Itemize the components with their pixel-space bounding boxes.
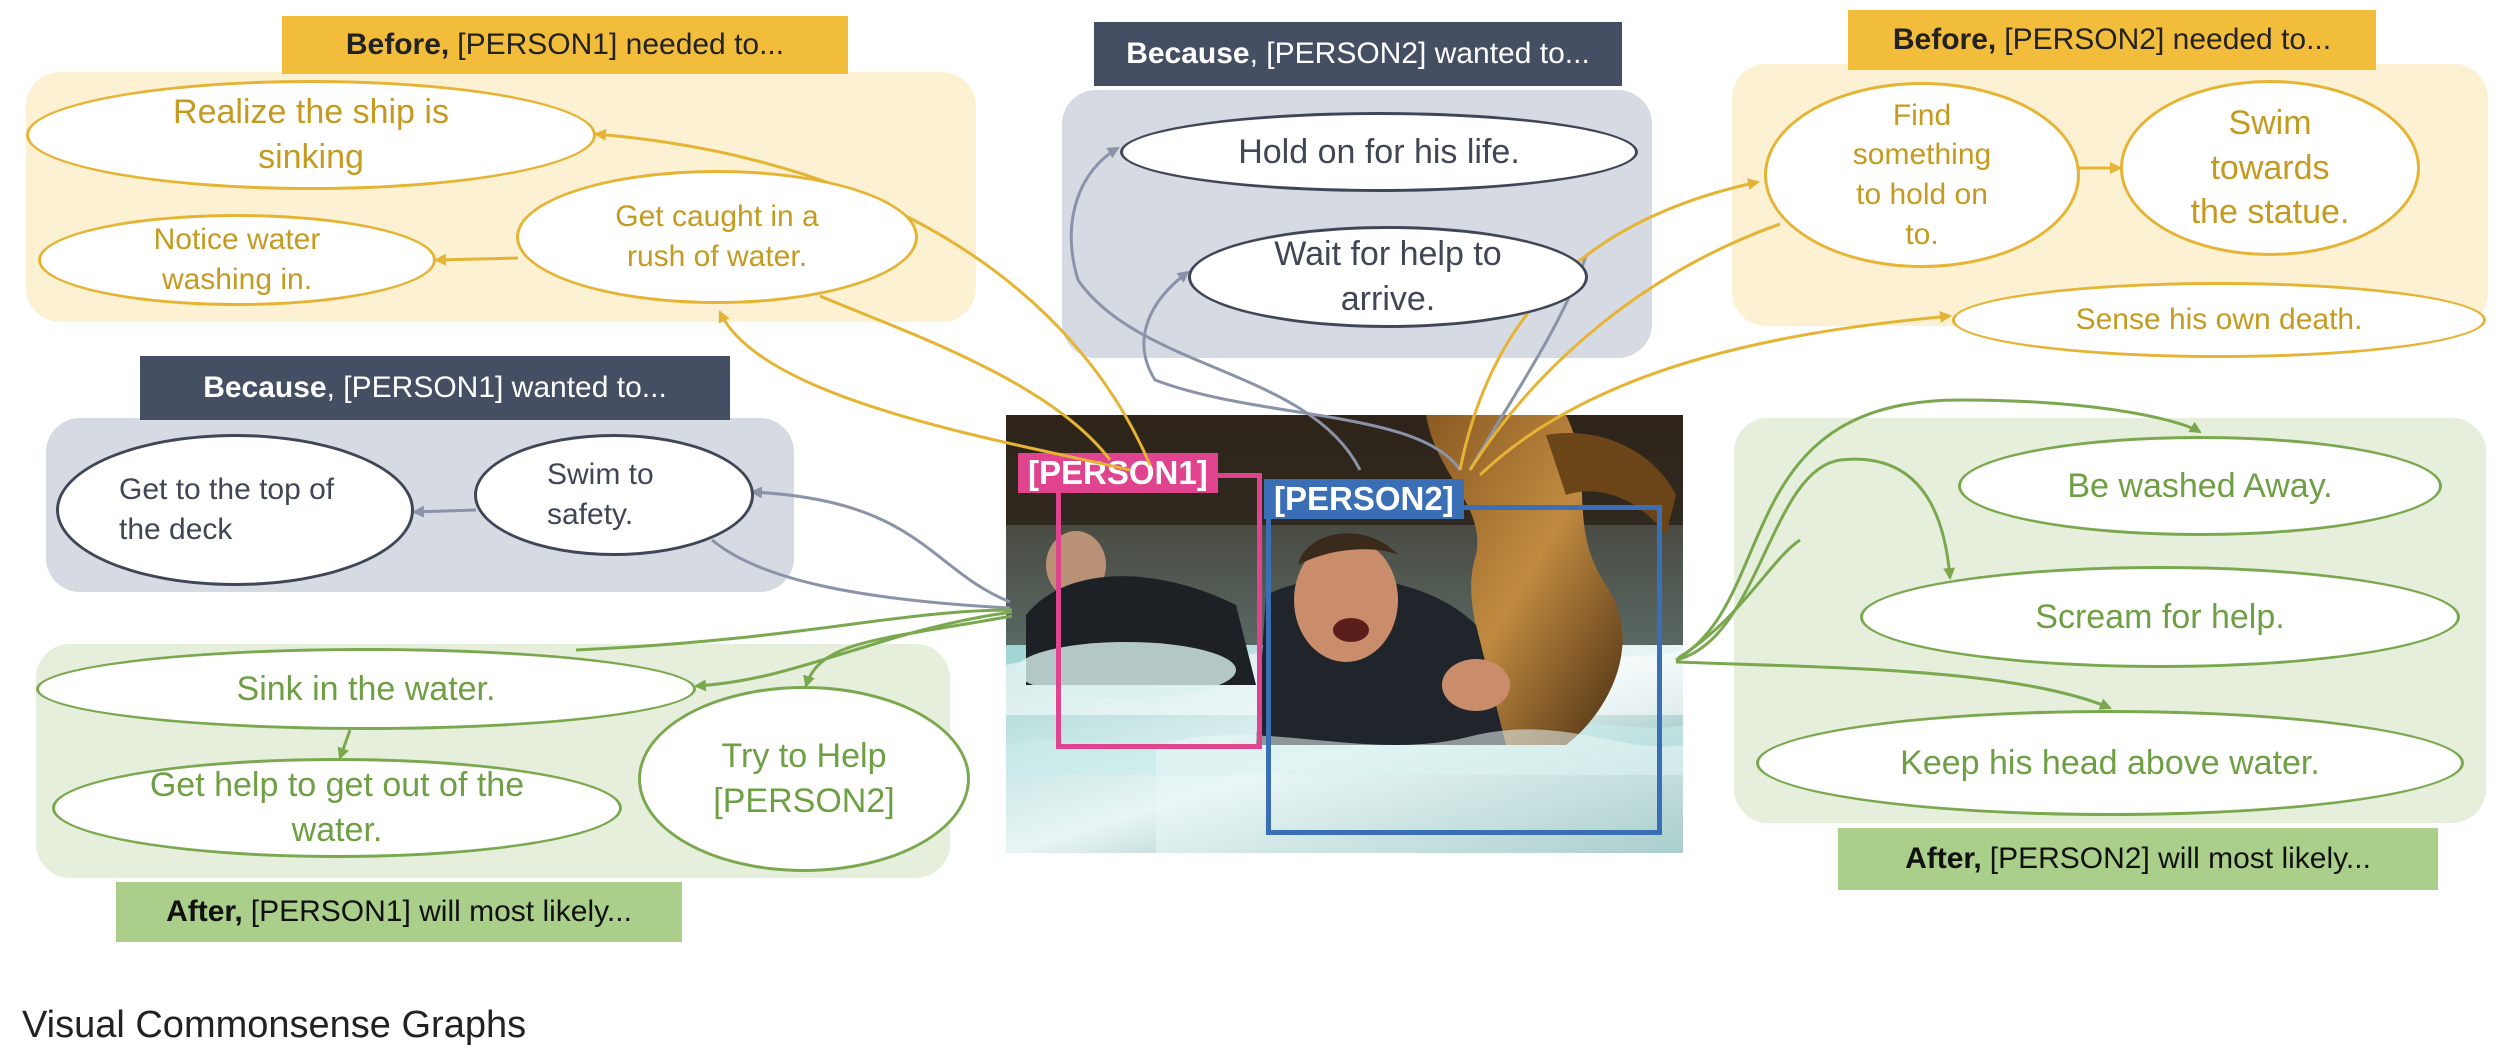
edge-p1-swim-b	[711, 538, 1011, 610]
header-text: , [PERSON2] wanted to...	[1249, 37, 1590, 70]
node-find-hold: Find something to hold on to.	[1764, 82, 2080, 268]
header-p2-after: After,[PERSON2] will most likely...	[1838, 828, 2438, 890]
edge-p1-realize	[594, 128, 1152, 466]
header-bold: Before,	[345, 28, 450, 61]
header-bold: Before,	[1892, 23, 1997, 56]
header-bold: Because	[1126, 37, 1250, 70]
edge-p2-find	[1458, 178, 1760, 471]
figure-caption: Visual Commonsense Graphs	[22, 1004, 527, 1046]
person1-tag: [PERSON1]	[1018, 453, 1218, 493]
person2-bounding-box	[1266, 505, 1662, 835]
header-p2-because: Because, [PERSON2] wanted to...	[1094, 22, 1622, 86]
header-bold: After,	[166, 895, 243, 928]
node-top-deck: Get to the top of the deck	[56, 434, 414, 586]
edge-swim-deck	[412, 505, 477, 518]
node-scream-help: Scream for help.	[1860, 566, 2460, 668]
header-bold: Because	[203, 371, 327, 404]
header-text: [PERSON2] needed to...	[2004, 23, 2332, 56]
edge-p1-caught-curve	[819, 294, 1112, 461]
node-realize-ship: Realize the ship is sinking	[26, 80, 596, 190]
node-sense-death: Sense his own death.	[1952, 282, 2486, 358]
node-try-help: Try to Help [PERSON2]	[638, 686, 970, 872]
header-bold: After,	[1905, 842, 1982, 875]
edge-p2-washed	[1675, 398, 2202, 662]
node-wait-help: Wait for help to arrive.	[1188, 226, 1588, 328]
node-swim-statue: Swim towards the statue.	[2120, 80, 2420, 256]
edge-caught-notice	[434, 253, 519, 266]
header-text: , [PERSON1] wanted to...	[326, 371, 667, 404]
header-text: [PERSON2] will most likely...	[1989, 842, 2371, 875]
header-text: [PERSON1] needed to...	[457, 28, 785, 61]
node-swim-safety: Swim to safety.	[474, 434, 754, 556]
edge-p2-sense	[1478, 310, 1952, 477]
header-p1-after: After,[PERSON1] will most likely...	[116, 882, 682, 942]
edge-p2-scream-b	[1677, 538, 1801, 660]
edge-p1-caught	[718, 310, 1131, 472]
node-washed-away: Be washed Away.	[1958, 436, 2442, 536]
edge-p1-sink-b	[694, 610, 1013, 692]
node-notice-water: Notice water washing in.	[38, 214, 436, 306]
node-sink-water: Sink in the water.	[36, 648, 696, 730]
header-p1-because: Because, [PERSON1] wanted to...	[140, 356, 730, 420]
edge-p2-keep	[1675, 660, 2112, 710]
edge-p2-find-b	[1468, 222, 1781, 471]
edge-sink-gethelp	[337, 729, 352, 760]
node-hold-life: Hold on for his life.	[1120, 112, 1638, 192]
person2-tag: [PERSON2]	[1264, 479, 1464, 519]
scene-image: [PERSON1] [PERSON2]	[1006, 415, 1683, 853]
edge-p1-try	[803, 614, 1013, 688]
edge-p2-wait	[1142, 270, 1462, 471]
header-text: [PERSON1] will most likely...	[250, 895, 632, 928]
edge-p1-swim	[750, 486, 1011, 604]
node-get-help-out: Get help to get out of the water.	[52, 758, 622, 858]
node-keep-head: Keep his head above water.	[1756, 710, 2464, 816]
edge-p2-hold	[1069, 146, 1362, 471]
edge-p1-sink	[575, 608, 1013, 652]
header-p1-before: Before,[PERSON1] needed to...	[282, 16, 848, 74]
header-p2-before: Before,[PERSON2] needed to...	[1848, 10, 2376, 70]
node-caught-rush: Get caught in a rush of water.	[516, 170, 918, 304]
